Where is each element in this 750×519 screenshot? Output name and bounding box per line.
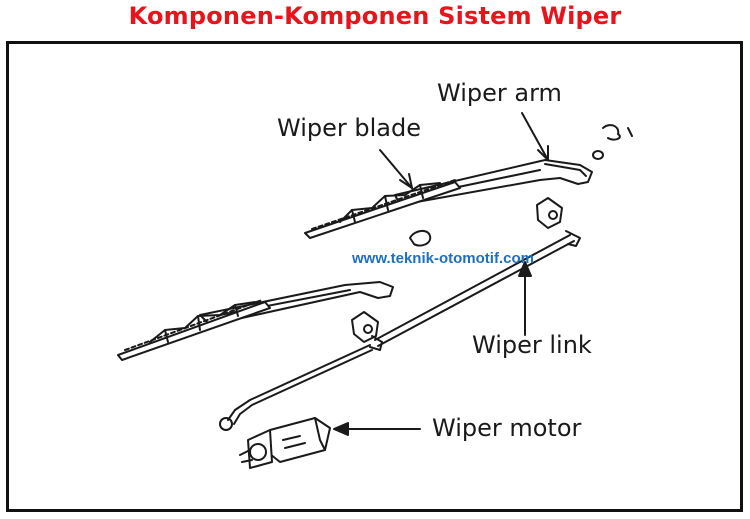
label-wiper-arm: Wiper arm — [437, 79, 562, 107]
upper-nut-pieces — [592, 124, 633, 160]
diagram-frame — [6, 41, 743, 512]
upper-wiper-blade — [304, 179, 461, 239]
upper-pivot-bracket — [536, 197, 563, 229]
lower-pivot-bracket — [351, 311, 379, 343]
watermark-url[interactable]: www.teknik-otomotif.com — [352, 250, 534, 267]
wiper-link — [219, 230, 581, 431]
label-wiper-blade: Wiper blade — [277, 114, 421, 142]
label-wiper-motor: Wiper motor — [432, 414, 582, 442]
middle-clip — [409, 230, 432, 247]
wiper-motor — [239, 417, 331, 469]
label-wiper-link: Wiper link — [472, 331, 592, 359]
lower-wiper-blade — [117, 299, 271, 361]
leader-arrows — [333, 112, 549, 436]
page-title: Komponen-Komponen Sistem Wiper — [128, 2, 622, 30]
